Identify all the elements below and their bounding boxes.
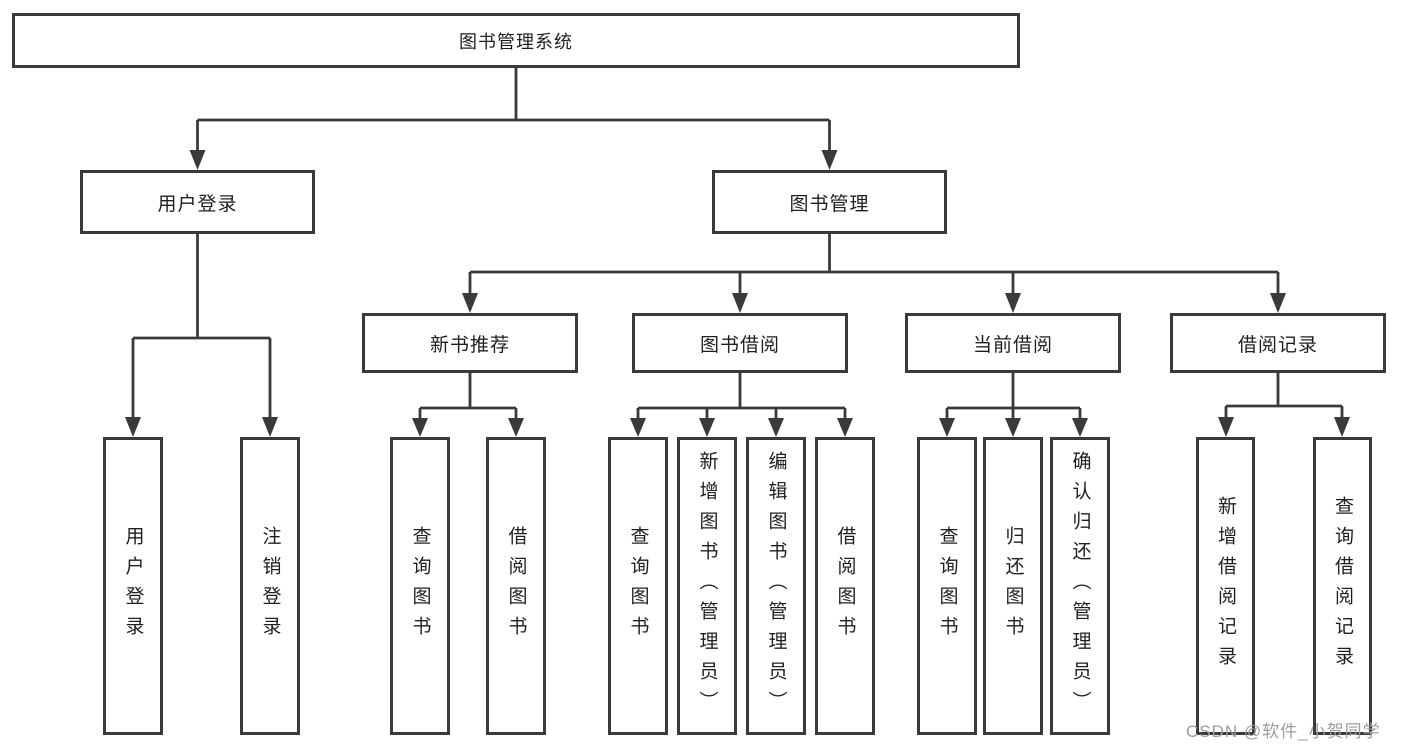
- connector-book-borrow-to-leaves: [630, 373, 853, 437]
- connector-book-management-to-level3: [462, 234, 1286, 313]
- leaf-label: 查询图书: [936, 526, 958, 646]
- leaf-query-borrow-record: 查询借阅记录: [1313, 437, 1372, 735]
- node-borrow-record: 借阅记录: [1170, 313, 1386, 373]
- leaf-label: 归还图书: [1002, 526, 1024, 646]
- node-current-borrow: 当前借阅: [905, 313, 1121, 373]
- leaf-borrow-book-2: 借阅图书: [815, 437, 875, 735]
- node-root: 图书管理系统: [12, 13, 1020, 68]
- connector-root-to-level2: [189, 68, 838, 170]
- node-user-login: 用户登录: [80, 170, 315, 234]
- leaf-label: 用户登录: [122, 526, 144, 646]
- leaf-label: 新增图书（管理员）: [696, 451, 718, 721]
- node-new-book-recommend: 新书推荐: [362, 313, 578, 373]
- leaf-query-book-3: 查询图书: [917, 437, 977, 735]
- leaf-add-borrow-record: 新增借阅记录: [1196, 437, 1255, 735]
- leaf-label: 确认归还（管理员）: [1069, 451, 1091, 721]
- leaf-confirm-return-admin: 确认归还（管理员）: [1050, 437, 1110, 735]
- leaf-label: 查询图书: [627, 526, 649, 646]
- leaf-borrow-book-1: 借阅图书: [486, 437, 546, 735]
- leaf-query-book-1: 查询图书: [390, 437, 450, 735]
- leaf-query-book-2: 查询图书: [608, 437, 668, 735]
- node-book-borrow: 图书借阅: [632, 313, 848, 373]
- leaf-label: 借阅图书: [505, 526, 527, 646]
- leaf-label: 查询借阅记录: [1332, 496, 1353, 676]
- leaf-label: 注销登录: [259, 526, 281, 646]
- connector-current-borrow-to-leaves: [939, 373, 1088, 437]
- leaf-label: 编辑图书（管理员）: [765, 451, 787, 721]
- leaf-logout: 注销登录: [240, 437, 300, 735]
- connector-new-book-recommend-to-leaves: [412, 373, 524, 437]
- node-book-management: 图书管理: [712, 170, 947, 234]
- leaf-label: 借阅图书: [834, 526, 856, 646]
- leaf-return-book: 归还图书: [983, 437, 1043, 735]
- connector-user-login-to-leaves: [125, 234, 278, 437]
- connector-borrow-record-to-leaves: [1218, 373, 1350, 437]
- leaf-user-login: 用户登录: [103, 437, 163, 735]
- leaf-edit-book-admin: 编辑图书（管理员）: [746, 437, 806, 735]
- leaf-label: 新增借阅记录: [1215, 496, 1236, 676]
- leaf-add-book-admin: 新增图书（管理员）: [677, 437, 737, 735]
- csdn-watermark: CSDN @软件_小贺同学: [1186, 722, 1381, 741]
- leaf-label: 查询图书: [409, 526, 431, 646]
